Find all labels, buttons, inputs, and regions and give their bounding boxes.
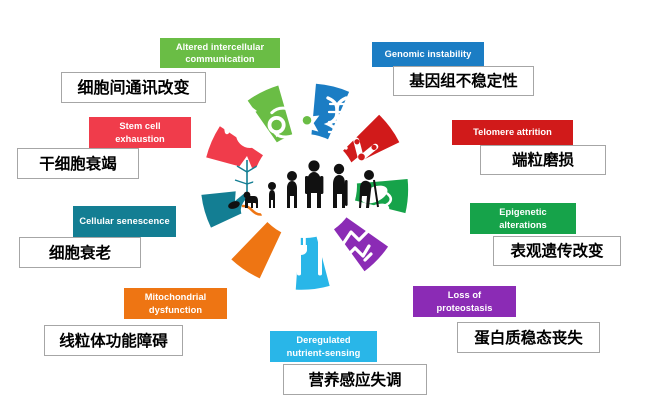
- hallmarks-wheel: [197, 78, 413, 294]
- label-en-genomic-instability[interactable]: Genomic instability: [372, 42, 484, 67]
- wheel-segment-loss-of-proteostasis: [333, 216, 389, 272]
- label-en-deregulated-nutrient-sensing[interactable]: Deregulated nutrient-sensing: [270, 331, 377, 362]
- label-en-telomere-attrition[interactable]: Telomere attrition: [452, 120, 573, 145]
- misfolded-protein-icon: [325, 226, 373, 270]
- wheel-segment-stem-cell-exhaustion: [206, 126, 264, 171]
- wheel-segment-deregulated-nutrient-sensing: [295, 235, 330, 290]
- wheel-segment-mitochondrial-dysfunction: [231, 222, 282, 279]
- cells-communication-icon: [267, 106, 320, 139]
- aging-progression-silhouettes: [227, 150, 383, 212]
- label-zh-telomere-attrition[interactable]: 端粒磨损: [480, 145, 606, 175]
- label-zh-cellular-senescence[interactable]: 细胞衰老: [19, 237, 141, 268]
- label-zh-deregulated-nutrient-sensing[interactable]: 营养感应失调: [283, 364, 427, 395]
- cell-division-arrow-icon: [224, 104, 264, 148]
- label-zh-genomic-instability[interactable]: 基因组不稳定性: [393, 66, 534, 96]
- label-zh-epigenetic-alterations[interactable]: 表观遗传改变: [493, 236, 621, 266]
- label-en-epigenetic-alterations[interactable]: Epigenetic alterations: [470, 203, 576, 234]
- dna-helix-icon: [323, 96, 351, 150]
- label-en-stem-cell-exhaustion[interactable]: Stem cell exhaustion: [89, 117, 191, 148]
- label-zh-loss-of-proteostasis[interactable]: 蛋白质稳态丧失: [457, 322, 600, 353]
- label-en-cellular-senescence[interactable]: Cellular senescence: [73, 206, 176, 237]
- label-en-loss-of-proteostasis[interactable]: Loss of proteostasis: [413, 286, 516, 317]
- label-zh-mitochondrial-dysfunction[interactable]: 线粒体功能障碍: [44, 325, 183, 356]
- wheel-segment-cellular-senescence: [201, 189, 258, 228]
- label-zh-altered-intercellular-communication[interactable]: 细胞间通讯改变: [61, 72, 206, 103]
- label-zh-stem-cell-exhaustion[interactable]: 干细胞衰竭: [17, 148, 139, 179]
- label-en-mitochondrial-dysfunction[interactable]: Mitochondrial dysfunction: [124, 288, 227, 319]
- label-en-altered-intercellular-communication[interactable]: Altered intercellular communication: [160, 38, 280, 68]
